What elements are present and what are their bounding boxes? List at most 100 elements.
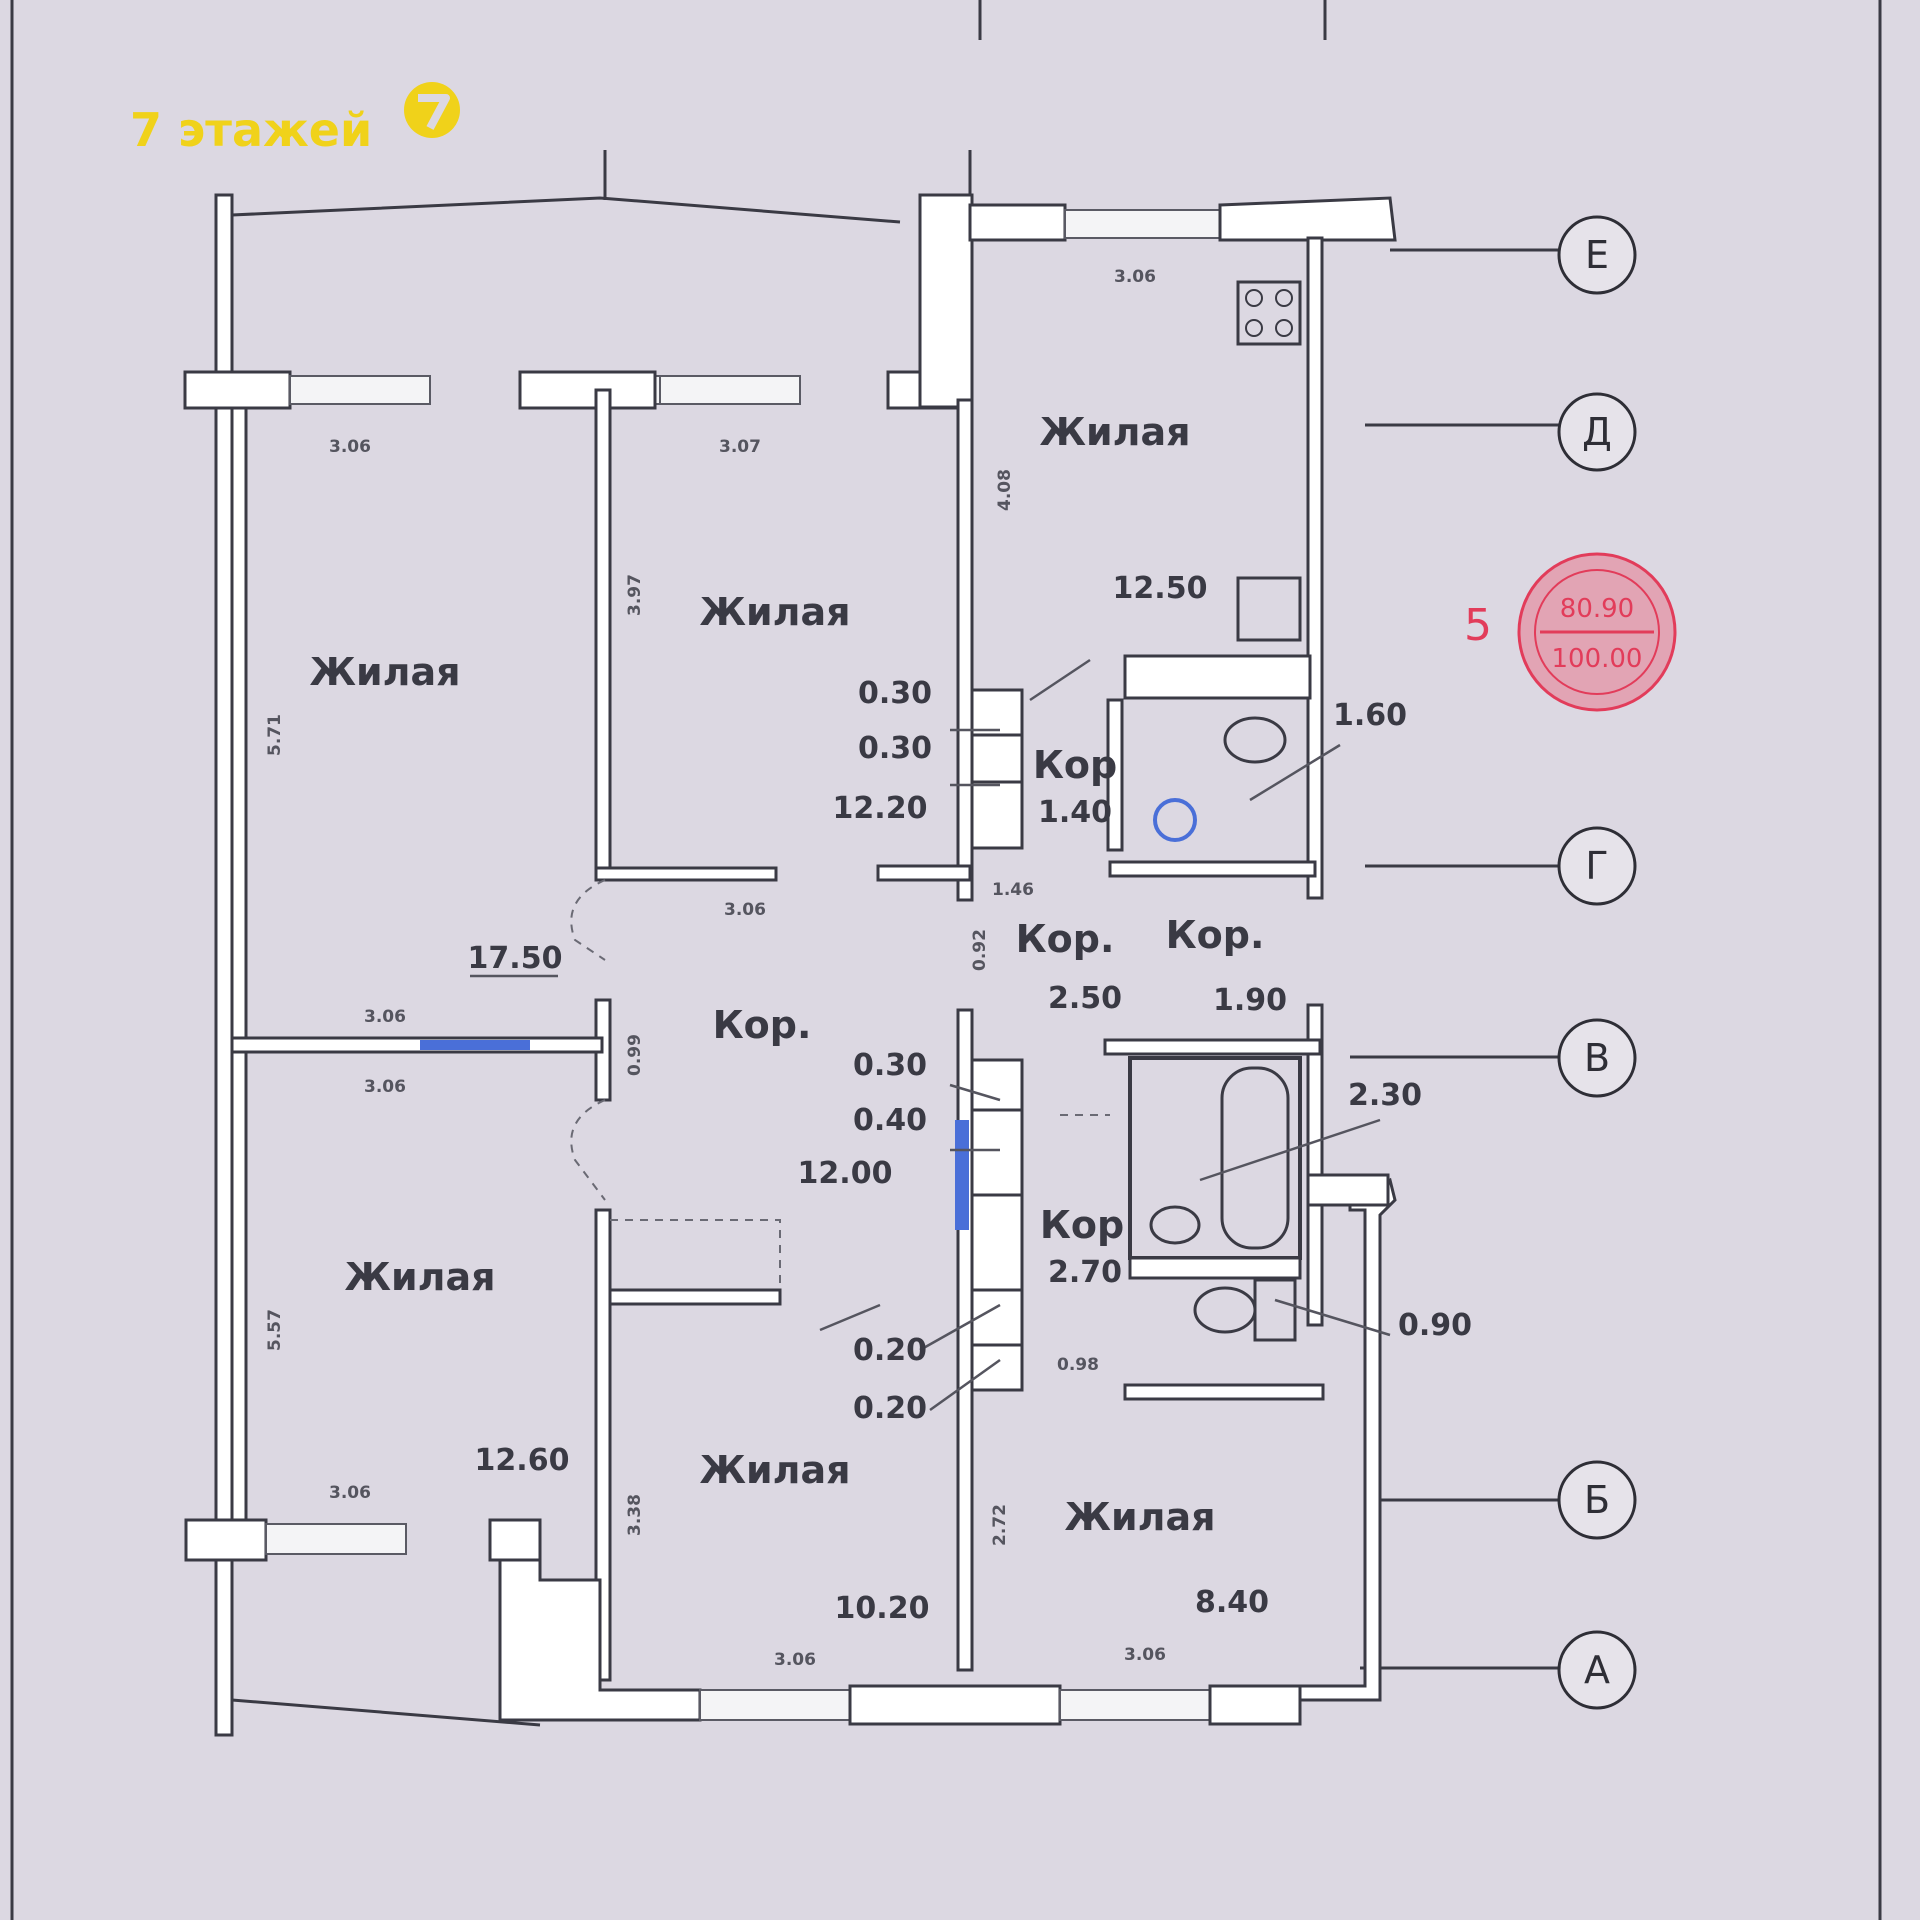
closet-area: 0.20	[853, 1391, 927, 1426]
room-area-corridor-upper: 1.40	[1038, 795, 1112, 830]
stamp-top-value: 80.90	[1560, 594, 1634, 624]
toilet-icon	[1223, 716, 1287, 764]
door-swing	[570, 879, 606, 961]
wc-upper-wall	[1123, 654, 1312, 700]
axis-bubble-e: Е	[1557, 215, 1637, 295]
dimension-label: 0.99	[625, 1034, 645, 1076]
area-stamp: 5 80.90 100.00	[1464, 552, 1677, 712]
leader-line	[1199, 1118, 1381, 1182]
wall-kitchen-west	[918, 193, 974, 409]
room-label-living-n: Жилая	[699, 590, 850, 634]
room-label-corridor-lower: Кор	[1040, 1203, 1124, 1247]
closet-area: 0.30	[853, 1048, 927, 1083]
leader-line	[1274, 1298, 1391, 1337]
wall-h-1	[594, 866, 778, 882]
brand-logo-text: 7 этажей	[130, 103, 372, 157]
wall-left-inner	[230, 373, 248, 1537]
room-label-living-s: Жилая	[699, 1448, 850, 1492]
room-area-living-s: 10.20	[835, 1591, 930, 1626]
axis-bubble-v: В	[1557, 1018, 1637, 1098]
burner-icon	[1275, 319, 1293, 337]
window-living-s	[699, 1689, 851, 1721]
wall-pier	[183, 370, 292, 410]
dimension-label: 3.06	[774, 1650, 816, 1670]
room-area-corridor-east: 1.90	[1213, 983, 1287, 1018]
leader-line	[919, 1303, 1001, 1352]
wall-h-7	[1123, 1383, 1325, 1401]
room-label-living-sw: Жилая	[344, 1255, 495, 1299]
room-area-wc-upper: 1.60	[1333, 698, 1407, 733]
bath-room-block	[1128, 1056, 1302, 1260]
wall-pier	[488, 1518, 542, 1562]
closet-upper	[970, 688, 1024, 850]
svg-text:Д: Д	[1582, 410, 1612, 454]
axis-bubble-a: А	[1557, 1630, 1637, 1710]
seven-icon	[404, 82, 460, 138]
room-area-living-sw: 12.60	[475, 1443, 570, 1478]
leader-line	[949, 1083, 1001, 1102]
wall-east-cap	[1306, 1173, 1390, 1207]
room-label-corridor-east: Кор.	[1166, 913, 1265, 957]
wall-pier	[184, 1518, 268, 1562]
room-label-living-ne: Жилая	[1039, 410, 1190, 454]
dimension-label: 3.06	[364, 1077, 406, 1097]
room-label-living-nw: Жилая	[309, 650, 460, 694]
wall-pier	[518, 370, 657, 410]
room-area-living-ne: 12.50	[1113, 571, 1208, 606]
room-label-corridor-center: Кор.	[713, 1003, 812, 1047]
axis-bubble-g: Г	[1557, 826, 1637, 906]
dimension-label: 4.08	[995, 469, 1015, 511]
brand-logo-mark	[400, 78, 464, 142]
stove-icon	[1236, 280, 1302, 346]
wall-pier	[848, 1684, 1062, 1726]
closet-area: 0.40	[853, 1103, 927, 1138]
wall-east-lower	[1298, 1177, 1397, 1702]
wall-pier	[1208, 1684, 1302, 1726]
dimension-label: 3.07	[719, 437, 761, 457]
wall-h-5	[1103, 1038, 1322, 1056]
toilet-tank-icon	[1253, 1278, 1297, 1342]
wall-kitchen-top	[1218, 196, 1397, 242]
wall-h-6	[608, 1288, 782, 1306]
room-label-corridor-upper: Кор	[1033, 743, 1117, 787]
toilet-icon-lower	[1193, 1286, 1257, 1334]
window-living-n-2	[659, 375, 801, 405]
brand-logo-graphic: 7 этажей	[130, 103, 372, 157]
dimension-label: 3.38	[625, 1494, 645, 1536]
door-swing	[610, 1219, 781, 1290]
room-label-corridor-mid: Кор.	[1016, 917, 1115, 961]
window-living-nw	[289, 375, 431, 405]
wall-h-2	[876, 864, 972, 882]
dimension-label: 3.06	[1114, 267, 1156, 287]
dimension-label: 5.57	[265, 1309, 285, 1351]
svg-text:Г: Г	[1585, 844, 1608, 888]
closet-area: 0.30	[858, 731, 932, 766]
brand-logo: 7 этажей	[130, 88, 490, 168]
svg-text:Е: Е	[1585, 233, 1609, 277]
wall-kitchen-east	[1306, 236, 1324, 900]
room-area-bath-lower: 2.30	[1348, 1078, 1422, 1113]
room-area-living-n: 12.20	[833, 791, 928, 826]
dimension-label: 0.98	[1057, 1355, 1099, 1375]
dimension-label: 3.97	[625, 574, 645, 616]
dimension-label: 2.72	[990, 1504, 1010, 1546]
wall-interior-3	[956, 1008, 974, 1672]
dimension-label: 5.71	[265, 714, 285, 756]
svg-text:Б: Б	[1584, 1478, 1610, 1522]
burner-icon	[1245, 289, 1263, 307]
room-area-living-se: 8.40	[1195, 1585, 1269, 1620]
dimension-label: 3.06	[724, 900, 766, 920]
window-kitchen	[1064, 209, 1221, 239]
room-area-corridor-mid: 2.50	[1048, 981, 1122, 1016]
loggia-bottom-outline	[231, 1698, 541, 1727]
room-label-living-se: Жилая	[1064, 1495, 1215, 1539]
closet-area: 0.20	[853, 1333, 927, 1368]
closet-area: 0.30	[858, 676, 932, 711]
dimension-label: 3.06	[329, 1483, 371, 1503]
room-area-living-nw: 17.50	[468, 941, 563, 976]
wall-left-exterior	[214, 193, 234, 1737]
axis-bubble-b: Б	[1557, 1460, 1637, 1540]
door-swing	[570, 1099, 606, 1201]
